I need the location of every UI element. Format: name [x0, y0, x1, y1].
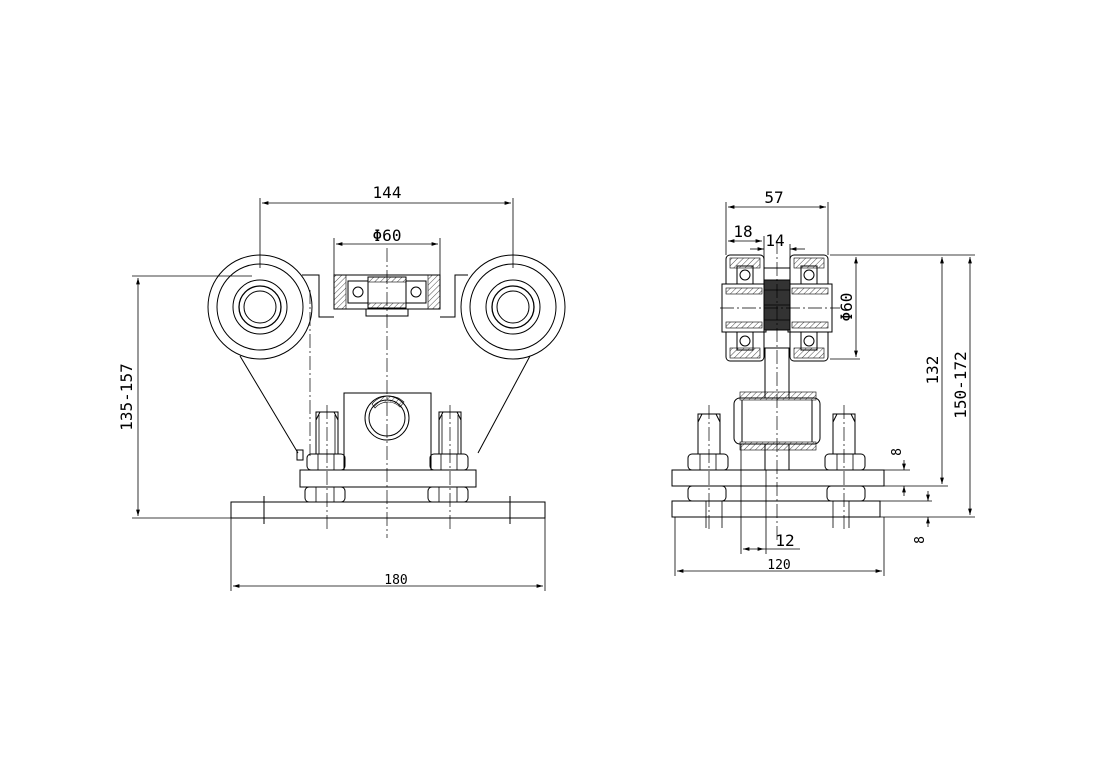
front-view: 144 Φ60 135-157 180 [117, 183, 566, 591]
dim-side-height-range: 150-172 [951, 351, 970, 418]
front-dimensions: 144 Φ60 135-157 180 [117, 183, 546, 591]
dim-side-height: 132 [923, 356, 942, 385]
dim-rail-width: 144 [373, 183, 402, 202]
side-view: 57 18 14 Φ60 132 150-172 8 [671, 188, 975, 576]
dim-center-wheel-diameter: Φ60 [373, 226, 402, 245]
front-bolts [296, 411, 469, 503]
side-dimensions: 57 18 14 Φ60 132 150-172 8 [674, 188, 975, 576]
side-plates [671, 469, 885, 518]
dim-front-plate-width: 180 [384, 573, 407, 588]
dim-side-plate-thickness: 8 [913, 536, 928, 544]
dim-side-axle: 14 [765, 231, 784, 250]
front-plates [230, 469, 546, 524]
dim-side-wheel-width: 18 [733, 222, 752, 241]
dim-side-stem: 12 [775, 531, 794, 550]
dim-side-plate-width: 120 [767, 558, 790, 573]
dim-side-plate-gap: 8 [890, 448, 905, 456]
dim-side-wheel-diameter: Φ60 [837, 293, 856, 322]
right-wheel [460, 254, 566, 360]
dim-side-total-width: 57 [764, 188, 783, 207]
left-wheel [207, 254, 313, 360]
dim-front-height-range: 135-157 [117, 363, 136, 430]
